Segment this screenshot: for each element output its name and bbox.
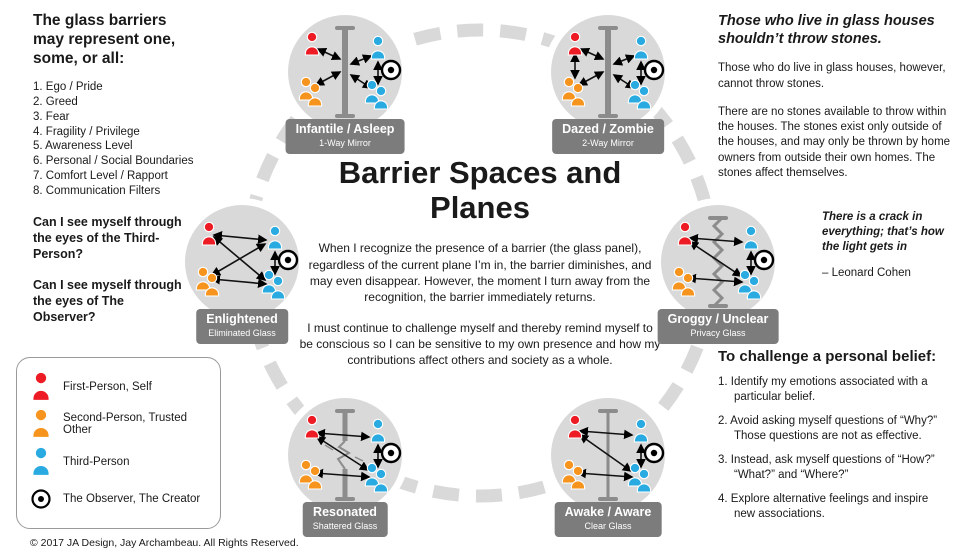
- node-label: Awake / Aware Clear Glass: [554, 502, 662, 537]
- node-label: Infantile / Asleep 1-Way Mirror: [285, 119, 405, 154]
- copyright: © 2017 JA Design, Jay Archambeau. All Ri…: [30, 537, 299, 549]
- list-item: Fragility / Privilege: [45, 125, 140, 138]
- question-observer: Can I see myself through the eyes of The…: [33, 278, 182, 325]
- list-item: Awareness Level: [45, 140, 133, 153]
- node-label: Enlightened Eliminated Glass: [196, 309, 288, 344]
- first-person-icon: [32, 371, 50, 401]
- node-label: Resonated Shattered Glass: [302, 502, 388, 537]
- node-label-main: Dazed / Zombie: [562, 122, 654, 136]
- node-label-main: Resonated: [313, 505, 377, 519]
- node-groggy-unclear: Groggy / Unclear Privacy Glass: [653, 197, 783, 347]
- node-label: Groggy / Unclear Privacy Glass: [657, 309, 779, 344]
- list-item: Comfort Level / Rapport: [45, 170, 168, 183]
- node-resonated: Resonated Shattered Glass: [280, 390, 410, 540]
- legend: First-Person, Self Second-Person, Truste…: [16, 357, 221, 529]
- node-illustration: [544, 8, 672, 136]
- node-label-sub: Privacy Glass: [690, 327, 746, 338]
- page-title: Barrier Spaces and Planes: [338, 155, 622, 225]
- node-enlightened: Enlightened Eliminated Glass: [177, 197, 307, 347]
- legend-label: First-Person, Self: [63, 380, 152, 393]
- node-dazed-zombie: Dazed / Zombie 2-Way Mirror: [543, 7, 673, 157]
- challenge-item: Explore alternative feelings and inspire…: [730, 492, 929, 520]
- question-third-person: Can I see myself through the eyes of the…: [33, 215, 182, 262]
- legend-label: Second-Person, Trusted Other: [63, 412, 188, 437]
- node-illustration: [654, 198, 782, 326]
- list-item: Fear: [45, 110, 70, 123]
- center-paragraph-1: When I recognize the presence of a barri…: [308, 241, 652, 304]
- third-person-icon: [32, 446, 50, 476]
- list-item: Communication Filters: [45, 185, 161, 198]
- center-paragraph-2: I must continue to challenge myself and …: [299, 320, 661, 367]
- legend-item-third-person: Third-Person: [27, 446, 210, 477]
- glass-houses-heading: Those who live in glass houses shouldn’t…: [718, 13, 935, 48]
- node-label-sub: Eliminated Glass: [208, 327, 276, 338]
- challenge-heading: To challenge a personal belief:: [718, 348, 937, 365]
- list-item: Personal / Social Boundaries: [45, 155, 194, 168]
- barrier-meanings-list: Ego / Pride Greed Fear Fragility / Privi…: [33, 80, 211, 200]
- legend-item-second-person: Second-Person, Trusted Other: [27, 409, 210, 439]
- challenge-list: Identify my emotions associated with a p…: [718, 375, 948, 522]
- node-illustration: [544, 391, 672, 519]
- node-label-sub: 2-Way Mirror: [582, 137, 634, 148]
- node-infantile-asleep: Infantile / Asleep 1-Way Mirror: [280, 7, 410, 157]
- cohen-quote: There is a crack in everything; that’s h…: [822, 211, 944, 253]
- glass-houses-paragraph-2: There are no stones available to throw w…: [718, 105, 951, 179]
- node-illustration: [178, 198, 306, 326]
- node-label-main: Enlightened: [206, 312, 278, 326]
- node-illustration: [281, 8, 409, 136]
- glass-houses-paragraph-1: Those who do live in glass houses, howev…: [718, 62, 946, 90]
- challenge-item: Identify my emotions associated with a p…: [730, 376, 928, 403]
- legend-item-observer: The Observer, The Creator: [27, 484, 210, 514]
- legend-label: Third-Person: [63, 455, 130, 468]
- barriers-heading: The glass barriers may represent one, so…: [33, 12, 176, 67]
- challenge-section: To challenge a personal belief: Identify…: [718, 348, 948, 531]
- challenge-item: Avoid asking myself questions of “Why?” …: [730, 414, 938, 442]
- node-label-sub: Shattered Glass: [312, 520, 378, 531]
- node-label-main: Infantile / Asleep: [295, 122, 395, 136]
- legend-label: The Observer, The Creator: [63, 493, 201, 506]
- right-column: Those who live in glass houses shouldn’t…: [718, 12, 951, 181]
- cohen-quote-attribution: – Leonard Cohen: [822, 266, 911, 279]
- second-person-icon: [32, 409, 50, 439]
- node-label-sub: Clear Glass: [584, 520, 632, 531]
- node-label-main: Groggy / Unclear: [667, 312, 769, 326]
- node-label-sub: 1-Way Mirror: [319, 137, 371, 148]
- cohen-quote-block: There is a crack in everything; that’s h…: [822, 210, 956, 279]
- list-item: Ego / Pride: [45, 80, 103, 93]
- challenge-item: Instead, ask myself questions of “How?” …: [730, 453, 935, 481]
- node-label-main: Awake / Aware: [564, 505, 652, 519]
- left-column: The glass barriers may represent one, so…: [33, 12, 211, 325]
- node-awake-aware: Awake / Aware Clear Glass: [543, 390, 673, 540]
- observer-icon: [31, 489, 51, 509]
- center-block: Barrier Spaces and Planes When I recogni…: [299, 155, 661, 368]
- node-illustration: [281, 391, 409, 519]
- list-item: Greed: [45, 95, 78, 108]
- node-label: Dazed / Zombie 2-Way Mirror: [552, 119, 664, 154]
- legend-item-first-person: First-Person, Self: [27, 371, 210, 402]
